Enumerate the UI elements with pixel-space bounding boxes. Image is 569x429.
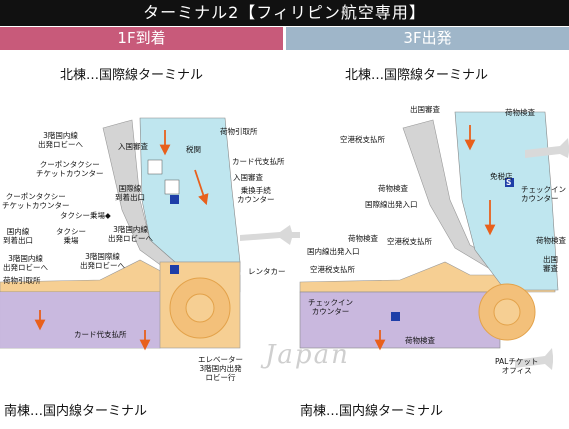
label-baggage-claim: 荷物引取所 — [220, 127, 258, 136]
floor1-gate-1 — [147, 159, 163, 175]
label-baggage-check-5: 荷物検査 — [405, 336, 435, 345]
floor3-north-caption: 北棟…国際線ターミナル — [345, 68, 489, 83]
floor1-map — [0, 117, 241, 351]
floor1-elevator-core — [185, 293, 215, 323]
floor1-south-caption: 南棟…国内線ターミナル — [4, 404, 148, 419]
label-checkin-counter-2: チェックイン カウンター — [308, 298, 353, 316]
label-dom-exit: 国内線 到着出口 — [3, 227, 33, 245]
label-intl-exit: 国際線 到着出口 — [115, 184, 145, 202]
floor1-header-label: 1F到着 — [117, 29, 166, 47]
floor3-info-icon — [391, 312, 400, 321]
floor3-s-icon — [505, 178, 514, 187]
label-rent-a-car: レンタカー — [248, 267, 286, 276]
label-airport-tax-2: 空港税支払所 — [387, 237, 432, 246]
floor1-flow-arrow-2 — [194, 169, 209, 206]
floor1-north-caption: 北棟…国際線ターミナル — [60, 68, 204, 83]
floor3-pal-core — [493, 298, 521, 326]
plane-icon-3 — [515, 348, 553, 370]
floor1-header: 1F到着 — [0, 27, 283, 50]
label-dom-lobby: 3階国内線 出発ロビーへ — [3, 254, 48, 272]
label-coupon-taxi-2: クーポンタクシー チケットカウンター — [2, 192, 70, 210]
floor3-south-caption: 南棟…国内線ターミナル — [300, 404, 444, 419]
label-l3-intl-dep-2: 3階国内線 出発ロビーへ — [108, 225, 153, 243]
label-entry-check: 入国審査 — [233, 173, 263, 182]
label-info-s: S — [506, 178, 512, 187]
plane-icon-1 — [240, 225, 300, 245]
label-card-pay-2: カード代支払所 — [74, 330, 127, 339]
label-baggage-claim-2: 荷物引取所 — [3, 276, 41, 285]
floor1-info-icon-2 — [170, 265, 179, 274]
label-elevator: エレベーター 3階国内出発 ロビー行 — [198, 355, 243, 382]
plane-icon-2 — [525, 138, 569, 158]
label-baggage-check: 荷物検査 — [505, 108, 535, 117]
label-taxi-stand: タクシー乗場◆ — [60, 211, 111, 220]
label-airport-tax-3: 空港税支払所 — [310, 265, 355, 274]
label-dom-dep-gate: 国内線出発入口 — [307, 247, 360, 256]
floor3-map — [299, 111, 559, 351]
label-coupon-taxi: クーポンタクシー チケットカウンター — [36, 160, 104, 178]
floor1-intl-block — [139, 117, 241, 263]
label-l3-intl-dep: 3階国内線 出発ロビーへ — [38, 131, 83, 149]
terminal-map — [0, 111, 569, 370]
label-baggage-check-2: 荷物検査 — [378, 184, 408, 193]
label-airport-tax: 空港税支払所 — [340, 135, 385, 144]
floor3-header: 3F出発 — [286, 27, 569, 50]
label-intl-dep-gate: 国際線出発入口 — [365, 200, 418, 209]
label-card-pay: カード代支払所 — [232, 157, 285, 166]
label-pal-ticket: PALチケット オフィス — [495, 357, 539, 375]
label-immigration: 入国審査 — [118, 142, 148, 151]
label-emigration: 出国審査 — [410, 105, 440, 114]
page-title: ターミナル2【フィリピン航空専用】 — [143, 3, 426, 22]
label-l3-intl-dep-3: 3階国際線 出発ロビーへ — [80, 252, 125, 270]
label-checkin-counter: チェックイン カウンター — [521, 185, 566, 203]
title-bar: ターミナル2【フィリピン航空専用】 — [0, 0, 569, 26]
label-duty-free: 免税店 — [490, 172, 513, 181]
label-connect-counter: 乗換手続 カウンター — [237, 186, 275, 204]
label-taxi-stand-2: タクシー 乗場 — [56, 227, 86, 245]
watermark: Japan — [265, 340, 350, 370]
label-exit-check: 出国 審査 — [543, 255, 558, 273]
floor1-gate-2 — [164, 179, 180, 195]
label-baggage-check-4: 荷物検査 — [536, 236, 566, 245]
label-customs: 税関 — [186, 145, 201, 154]
floor1-info-icon — [170, 195, 179, 204]
floor3-header-label: 3F出発 — [403, 29, 452, 47]
label-baggage-check-3: 荷物検査 — [348, 234, 378, 243]
